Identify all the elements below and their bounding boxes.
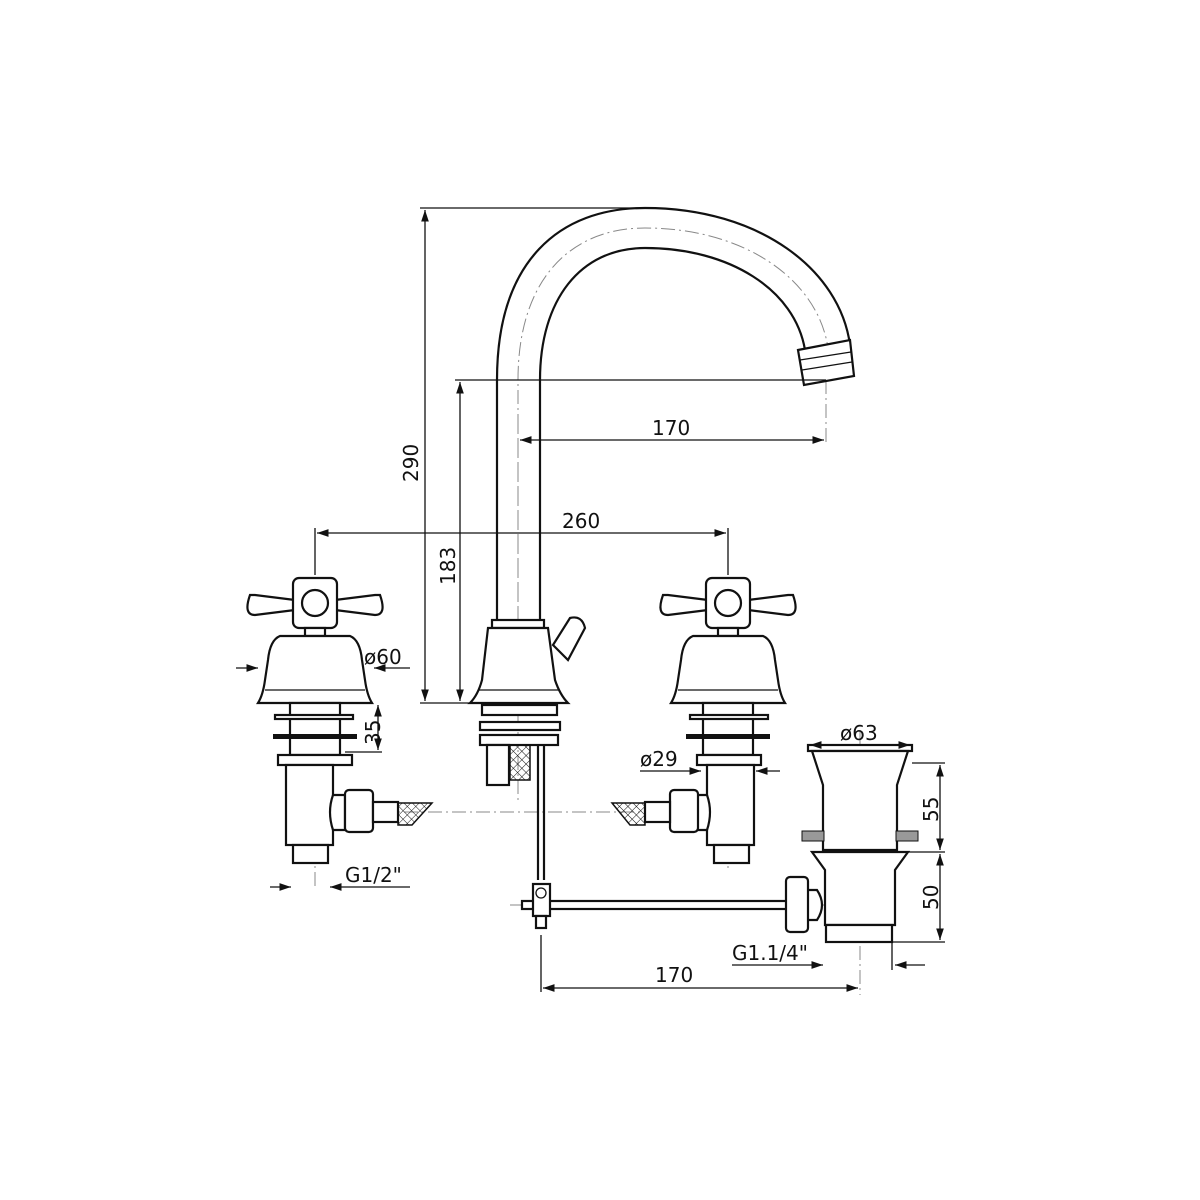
right-inlet-hose — [610, 788, 712, 834]
dim-inlet-thread: G1/2" — [345, 863, 402, 887]
spout-base — [467, 616, 587, 880]
dimension-lines — [236, 207, 945, 992]
dim-total-height: 290 — [399, 444, 423, 482]
lift-rod — [520, 882, 794, 930]
left-inlet-hose — [328, 788, 434, 834]
dim-waste-lower: 50 — [919, 885, 943, 910]
dim-waste-diameter: ø63 — [840, 721, 878, 745]
dim-base-diameter: ø60 — [364, 645, 402, 669]
dim-shank-diameter: ø29 — [640, 747, 678, 771]
dim-rod-distance: 170 — [655, 963, 693, 987]
dim-shank-length: 35 — [361, 720, 385, 745]
dim-waste-upper: 55 — [919, 797, 943, 822]
dim-waste-thread: G1.1/4" — [732, 941, 808, 965]
dim-spout-height: 183 — [436, 547, 460, 585]
dim-handle-spacing: 260 — [562, 509, 600, 533]
left-valve — [246, 576, 384, 865]
right-valve — [659, 576, 797, 865]
spout — [495, 206, 856, 625]
pop-up-waste — [784, 743, 919, 944]
dim-spout-reach: 170 — [652, 416, 690, 440]
lift-rod-knob — [551, 616, 587, 662]
